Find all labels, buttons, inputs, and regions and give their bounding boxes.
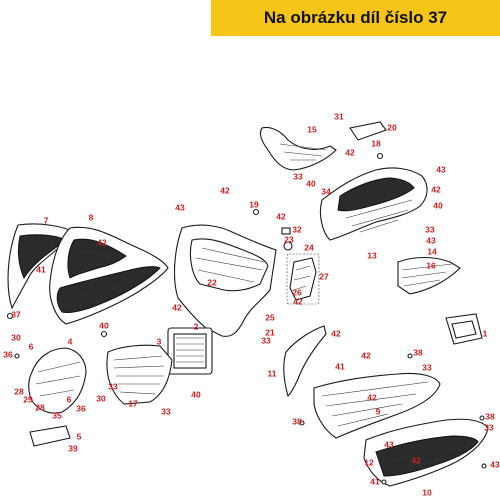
callout-31: 31	[334, 111, 344, 121]
callout-42: 42	[276, 211, 286, 221]
part-clips	[281, 227, 293, 251]
part-fasteners	[6, 152, 487, 485]
callout-30: 30	[96, 393, 106, 403]
callout-27: 27	[319, 271, 329, 281]
callout-42: 42	[220, 185, 230, 195]
callout-36: 36	[3, 349, 13, 359]
callout-43: 43	[436, 164, 446, 174]
callout-42: 42	[367, 392, 377, 402]
callout-42: 42	[293, 296, 303, 306]
callout-6: 6	[67, 394, 72, 404]
callout-34: 34	[321, 186, 331, 196]
part-lower-grille	[106, 344, 173, 405]
callout-42: 42	[361, 350, 371, 360]
callout-32: 32	[292, 224, 302, 234]
part-bracket	[286, 253, 320, 305]
callout-17: 17	[128, 398, 138, 408]
callout-30: 30	[11, 332, 21, 342]
callout-3: 3	[157, 336, 162, 346]
part-left-side-panel	[7, 223, 75, 310]
callout-20: 20	[387, 122, 397, 132]
callout-42: 42	[345, 147, 355, 157]
banner-text: Na obrázku díl číslo 37	[263, 8, 448, 27]
part-upper-cowl	[259, 121, 387, 171]
callout-36: 36	[76, 403, 86, 413]
callout-15: 15	[307, 124, 317, 134]
callout-33: 33	[425, 224, 435, 234]
callout-23: 23	[284, 234, 294, 244]
callout-10: 10	[422, 487, 432, 497]
callout-40: 40	[433, 200, 443, 210]
callout-22: 22	[207, 277, 217, 287]
callout-40: 40	[99, 320, 109, 330]
callout-16: 16	[426, 260, 436, 270]
callout-24: 24	[304, 242, 314, 252]
callout-12: 12	[364, 457, 374, 467]
callout-25: 25	[265, 312, 275, 322]
part-leg-shield	[174, 224, 277, 337]
callout-28: 28	[14, 386, 24, 396]
callout-41: 41	[335, 361, 345, 371]
callout-41: 41	[36, 264, 46, 274]
callout-42: 42	[97, 237, 107, 247]
callout-8: 8	[89, 212, 94, 222]
callout-9: 9	[376, 406, 381, 416]
callout-38: 38	[413, 347, 423, 357]
callout-42: 42	[411, 455, 421, 465]
callout-43: 43	[384, 439, 394, 449]
callout-13: 13	[367, 250, 377, 260]
callout-38: 38	[485, 411, 495, 421]
callout-42: 42	[331, 328, 341, 338]
callout-4: 4	[68, 336, 73, 346]
part-front-mask	[49, 226, 169, 325]
callout-21: 21	[265, 327, 275, 337]
callout-33: 33	[161, 406, 171, 416]
callout-18: 18	[371, 138, 381, 148]
callout-42: 42	[172, 302, 182, 312]
callout-37: 37	[11, 309, 21, 319]
callout-29: 29	[23, 394, 33, 404]
callout-26: 26	[292, 287, 302, 297]
part-side-cowl-upper	[283, 325, 327, 398]
callout-1: 1	[483, 328, 488, 338]
callout-40: 40	[191, 389, 201, 399]
part-footrest	[397, 256, 461, 295]
callout-35: 35	[52, 410, 62, 420]
callout-33: 33	[261, 335, 271, 345]
callout-5: 5	[77, 431, 82, 441]
part-cover-plate	[445, 313, 483, 345]
callout-11: 11	[268, 368, 277, 378]
callout-41: 41	[370, 476, 380, 486]
callout-6: 6	[29, 341, 34, 351]
part-number-banner: Na obrázku díl číslo 37	[211, 0, 500, 36]
callout-2: 2	[194, 321, 199, 331]
part-left-fender	[28, 347, 87, 414]
callout-33: 33	[293, 171, 303, 181]
callout-42: 42	[431, 184, 441, 194]
callout-33: 33	[484, 422, 494, 432]
part-floor-side-panel	[363, 418, 489, 487]
callout-40: 40	[306, 178, 316, 188]
callout-38: 38	[292, 416, 302, 426]
callout-43: 43	[490, 459, 500, 469]
part-rear-frame	[319, 167, 428, 241]
part-radiator-grille	[167, 327, 213, 375]
callout-33: 33	[422, 362, 432, 372]
callout-19: 19	[249, 199, 259, 209]
callout-43: 43	[426, 235, 436, 245]
part-side-cowl-main	[313, 372, 441, 439]
callout-28: 28	[35, 402, 45, 412]
part-small-trim	[29, 425, 71, 447]
callout-33: 33	[108, 381, 118, 391]
callout-14: 14	[427, 246, 437, 256]
callout-7: 7	[44, 215, 49, 225]
callout-43: 43	[175, 202, 185, 212]
callout-39: 39	[68, 443, 78, 453]
